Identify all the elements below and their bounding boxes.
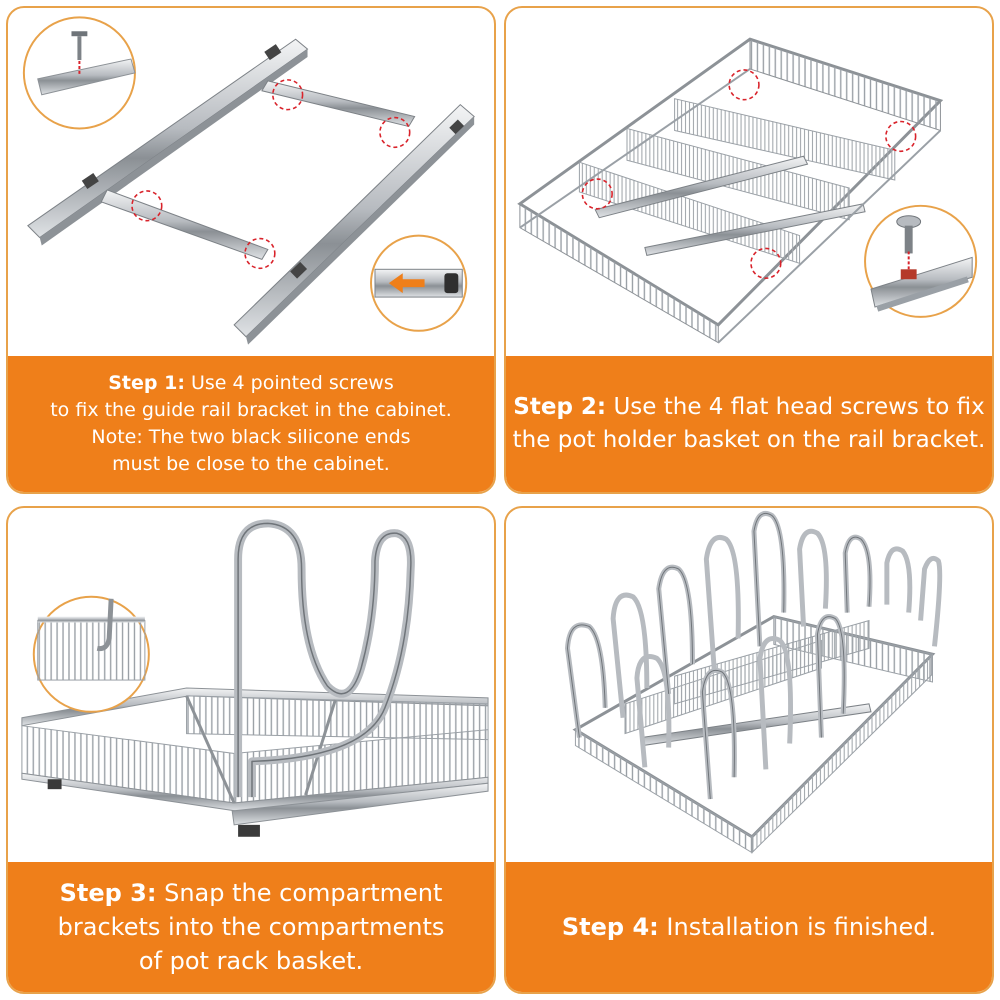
screw-marker bbox=[244, 237, 276, 270]
step-4-caption: Step 4: Installation is finished. bbox=[506, 862, 992, 992]
pot-holder-basket bbox=[517, 37, 944, 344]
rail-end bbox=[238, 824, 260, 837]
pointed-screw-icon bbox=[22, 16, 136, 130]
caption-line: Note: The two black silicone ends bbox=[91, 426, 411, 448]
caption-line: brackets into the compartments bbox=[57, 913, 445, 941]
screw-marker bbox=[379, 116, 411, 149]
cross-bracket-bottom bbox=[100, 189, 269, 260]
step-label: Step 2: bbox=[513, 394, 607, 420]
cross-bracket-top bbox=[261, 80, 416, 128]
finished-pot-rack bbox=[572, 614, 936, 854]
guide-rail-right bbox=[233, 103, 475, 345]
step-1-panel: Step 1: Use 4 pointed screws to fix the … bbox=[6, 6, 496, 494]
step-label: Step 1: bbox=[108, 372, 185, 394]
silicone-end bbox=[449, 119, 465, 135]
silicone-end bbox=[81, 173, 99, 190]
pot-rack-basket bbox=[21, 687, 489, 837]
rail-end bbox=[47, 779, 62, 790]
step-2-illustration bbox=[517, 37, 978, 344]
step-3-panel: Step 3: Snap the compartment brackets in… bbox=[6, 506, 496, 994]
caption-line: Snap the compartment bbox=[164, 879, 443, 907]
screw-marker bbox=[272, 79, 304, 111]
pot-dividers-outline bbox=[566, 512, 871, 800]
step-4-panel: Step 4: Installation is finished. bbox=[504, 506, 994, 994]
compartment-bracket bbox=[234, 519, 415, 798]
step-1-caption: Step 1: Use 4 pointed screws to fix the … bbox=[8, 356, 494, 492]
step-label: Step 4: bbox=[561, 913, 659, 941]
bracket-clip-detail-icon bbox=[32, 595, 150, 713]
caption-line: Installation is finished. bbox=[666, 913, 937, 941]
step-2-panel: Step 2: Use the 4 flat head screws to fi… bbox=[504, 6, 994, 494]
flat-head-screw-icon bbox=[864, 204, 978, 318]
rail-end-arrow-icon bbox=[370, 234, 468, 332]
caption-line: of pot rack basket. bbox=[138, 947, 364, 975]
caption-line: the pot holder basket on the rail bracke… bbox=[512, 427, 986, 453]
step-4-illustration bbox=[565, 510, 943, 854]
screw-marker bbox=[581, 178, 613, 210]
screw-marker bbox=[750, 247, 782, 280]
step-2-caption: Step 2: Use the 4 flat head screws to fi… bbox=[506, 356, 992, 492]
step-3-illustration bbox=[21, 519, 489, 837]
silicone-end bbox=[290, 261, 308, 279]
caption-line: to fix the guide rail bracket in the cab… bbox=[50, 399, 452, 421]
screw-marker bbox=[728, 69, 760, 101]
caption-line: must be close to the cabinet. bbox=[112, 453, 390, 475]
screw-marker bbox=[885, 120, 917, 153]
step-label: Step 3: bbox=[59, 879, 157, 907]
screw-marker bbox=[131, 190, 163, 222]
step-3-caption: Step 3: Snap the compartment brackets in… bbox=[8, 862, 494, 992]
silicone-end bbox=[264, 44, 282, 61]
caption-line: Use 4 pointed screws bbox=[190, 372, 394, 394]
step-1-illustration bbox=[22, 16, 475, 345]
caption-line: Use the 4 flat head screws to fix bbox=[613, 394, 985, 420]
